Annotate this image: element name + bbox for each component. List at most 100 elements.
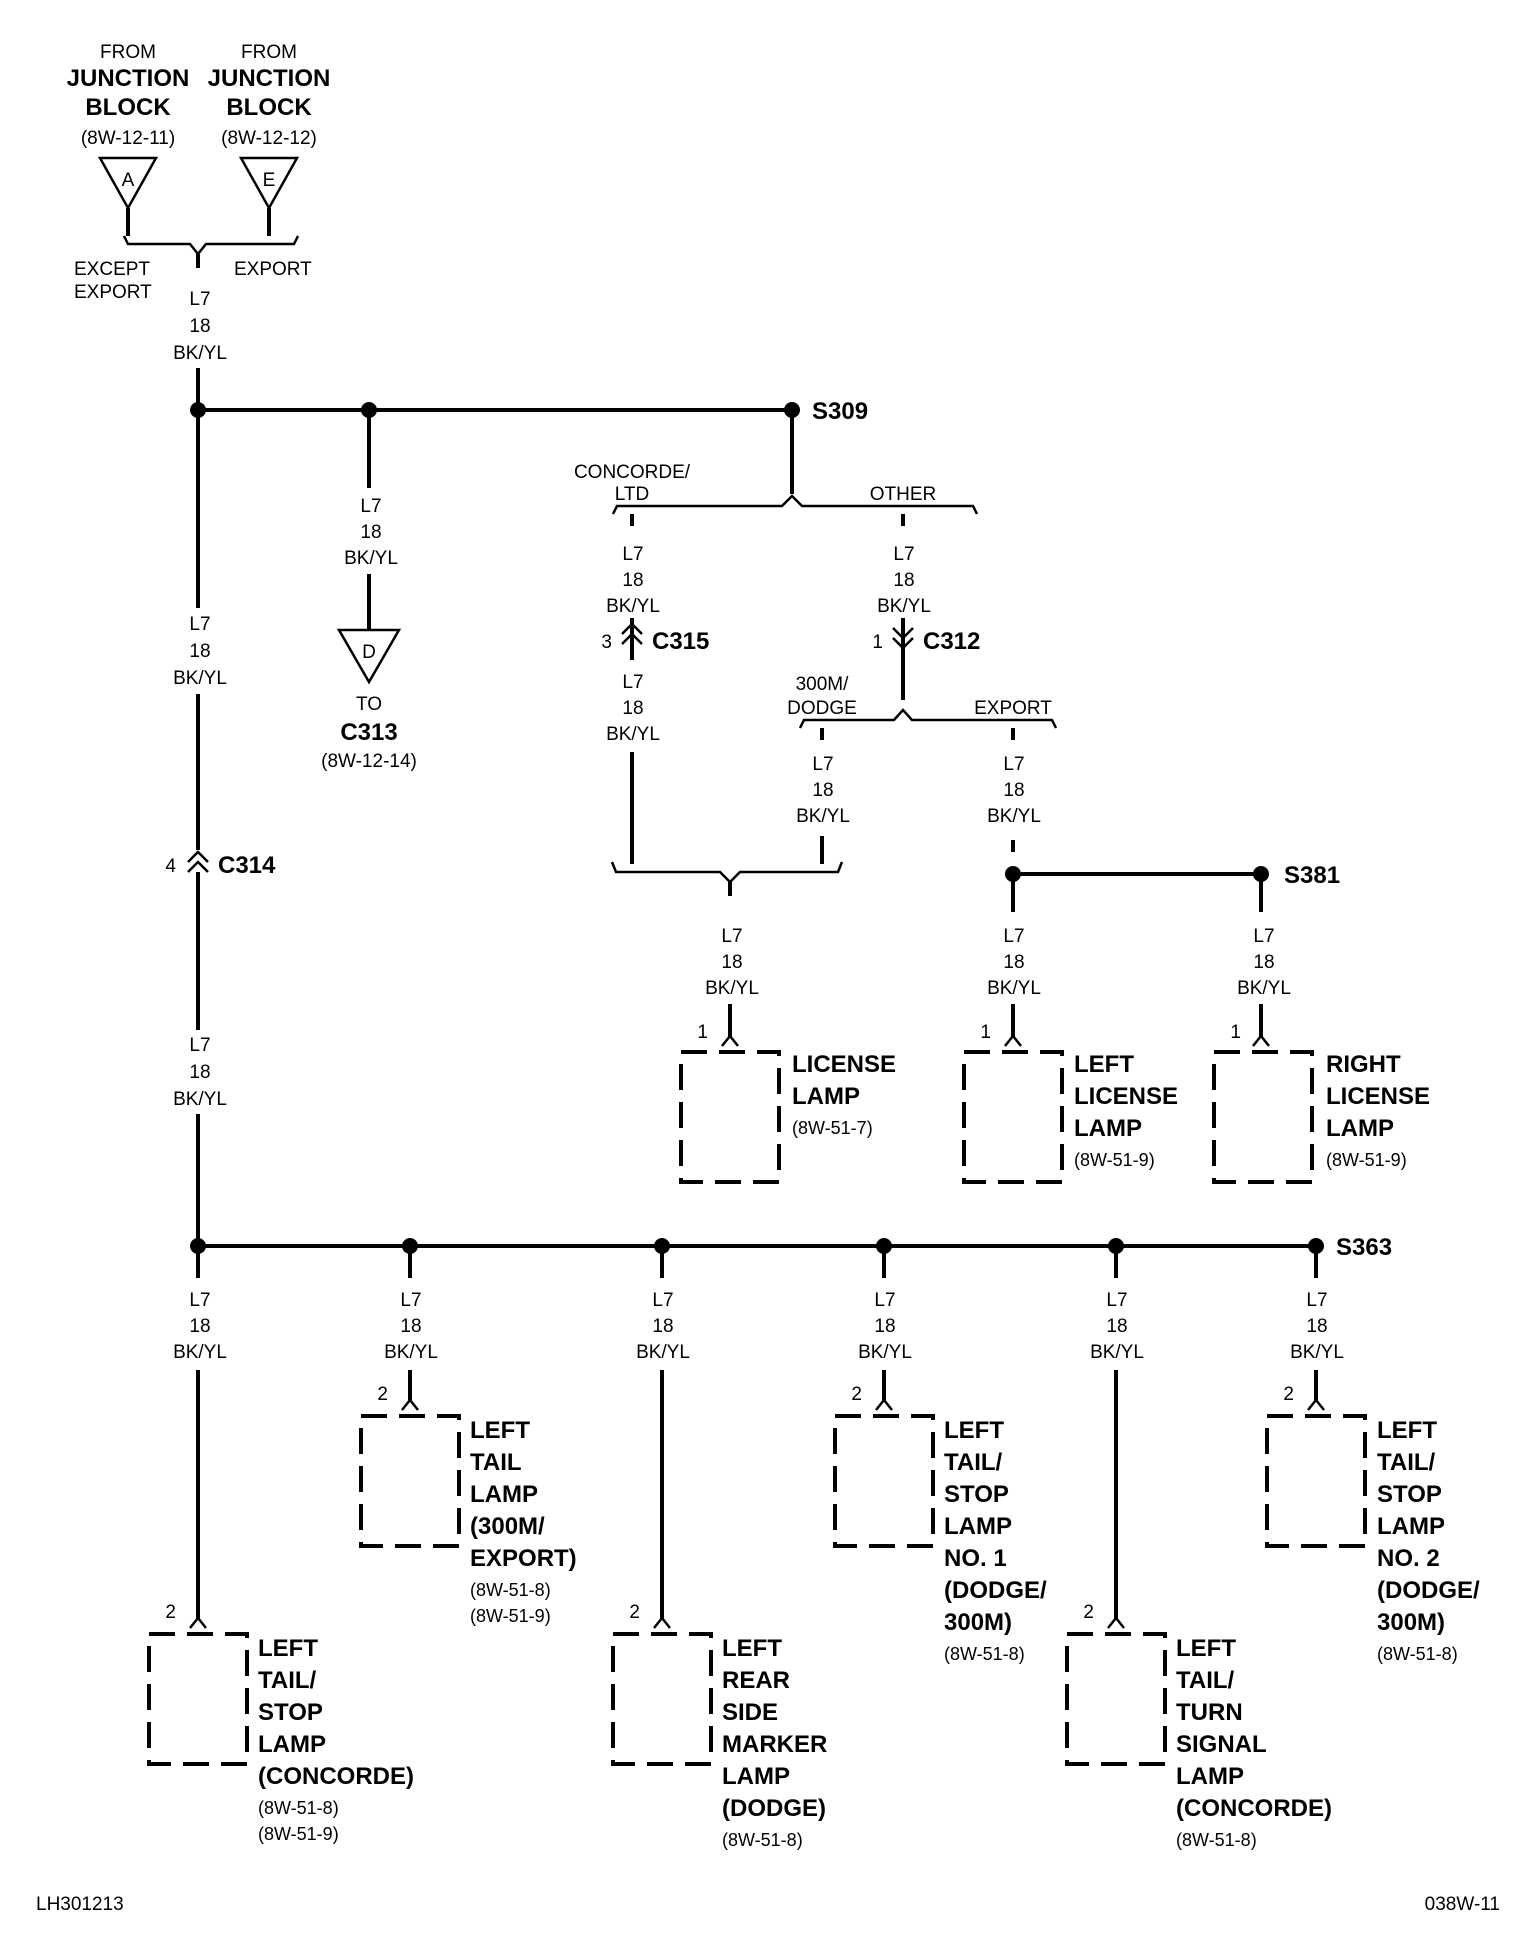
circuit-label: L7 (189, 1290, 210, 1311)
block-label: BLOCK (85, 94, 171, 121)
component-label: TAIL (470, 1449, 522, 1476)
color-label: BK/YL (1090, 1342, 1144, 1363)
terminal-icon (1307, 1397, 1325, 1411)
pin-label: 2 (629, 1602, 640, 1623)
circuit-label: L7 (1106, 1290, 1127, 1311)
wire-label: L7 18 BK/YL (173, 614, 227, 689)
component-label: 300M) (944, 1609, 1012, 1636)
color-label: BK/YL (1237, 978, 1291, 999)
terminal-icon (875, 1397, 893, 1411)
component-label: LAMP (1377, 1513, 1445, 1540)
source-letter: E (263, 170, 276, 191)
connector-chevron-icon (892, 627, 914, 650)
wire-label: L7 18 BK/YL (173, 289, 227, 364)
gauge-label: 18 (893, 570, 914, 591)
gauge-label: 18 (189, 1316, 210, 1337)
gauge-label: 18 (1106, 1316, 1127, 1337)
color-label: BK/YL (606, 596, 660, 617)
terminal-icon (1252, 1033, 1270, 1047)
variant-bracket-export: EXCEPT EXPORT EXPORT (74, 235, 312, 303)
connector-c314: 4 C314 (165, 850, 276, 879)
terminal-icon (401, 1397, 419, 1411)
component-label: EXPORT) (470, 1545, 577, 1572)
terminal-icon (653, 1615, 671, 1629)
left-rear-side-marker-lamp: 2 LEFT REAR SIDE MARKER LAMP (DODGE) (8W… (611, 1602, 827, 1850)
component-label: TAIL/ (1176, 1667, 1235, 1694)
color-label: BK/YL (987, 978, 1041, 999)
connector-c312: 1 C312 (872, 618, 980, 700)
source-ref: (8W-12-12) (221, 128, 317, 149)
wire-label: L7 18 BK/YL (384, 1290, 438, 1363)
component-label: LAMP (1074, 1115, 1142, 1142)
component-ref: (8W-51-9) (1326, 1150, 1407, 1170)
variant-label: DODGE (787, 698, 857, 719)
option-brace (611, 494, 979, 515)
color-label: BK/YL (796, 806, 850, 827)
variant-label: EXPORT (974, 698, 1052, 719)
component-ref: (8W-51-8) (470, 1580, 551, 1600)
wire-label: L7 18 BK/YL (796, 754, 850, 827)
left-tail-lamp-300m-export: 2 LEFT TAIL LAMP (300M/ EXPORT) (8W-51-8… (359, 1384, 577, 1626)
option-brace (798, 708, 1058, 729)
gauge-label: 18 (652, 1316, 673, 1337)
connector-name: C313 (340, 719, 397, 746)
terminal-icon (1004, 1033, 1022, 1047)
right-license-lamp: 1 RIGHT LICENSE LAMP (8W-51-9) (1212, 1022, 1430, 1184)
wire-label: L7 18 BK/YL (636, 1290, 690, 1363)
gauge-label: 18 (1003, 780, 1024, 801)
component-label: MARKER (722, 1731, 827, 1758)
component-label: LICENSE (792, 1051, 896, 1078)
component-box (833, 1414, 935, 1548)
pin-label: 2 (165, 1602, 176, 1623)
offpage-letter: D (362, 642, 376, 663)
color-label: BK/YL (384, 1342, 438, 1363)
offpage-triangle-icon (336, 628, 402, 685)
circuit-label: L7 (622, 544, 643, 565)
component-label: LEFT (258, 1635, 318, 1662)
component-box (962, 1050, 1064, 1184)
gauge-label: 18 (360, 522, 381, 543)
color-label: BK/YL (858, 1342, 912, 1363)
source-triangle-icon (238, 156, 300, 211)
variant-bracket-concorde-other: CONCORDE/ LTD OTHER (574, 462, 979, 515)
source-letter: A (122, 170, 135, 191)
pin-label: 2 (851, 1384, 862, 1405)
gauge-label: 18 (1253, 952, 1274, 973)
color-label: BK/YL (636, 1342, 690, 1363)
component-label: TAIL/ (258, 1667, 317, 1694)
figure-code-left: LH301213 (36, 1894, 124, 1915)
component-label: LEFT (1176, 1635, 1236, 1662)
splice-label-s363: S363 (1336, 1234, 1392, 1261)
component-label: LEFT (944, 1417, 1004, 1444)
component-ref: (8W-51-9) (258, 1824, 339, 1844)
left-tail-stop-lamp-concorde: 2 LEFT TAIL/ STOP LAMP (CONCORDE) (8W-51… (147, 1602, 414, 1844)
color-label: BK/YL (877, 596, 931, 617)
component-label: RIGHT (1326, 1051, 1401, 1078)
wire-label: L7 18 BK/YL (858, 1290, 912, 1363)
circuit-label: L7 (652, 1290, 673, 1311)
variant-label: 300M/ (796, 674, 850, 695)
left-tail-turn-signal-lamp-concorde: 2 LEFT TAIL/ TURN SIGNAL LAMP (CONCORDE)… (1065, 1602, 1332, 1850)
component-label: TURN (1176, 1699, 1243, 1726)
circuit-label: L7 (1003, 926, 1024, 947)
circuit-label: L7 (1253, 926, 1274, 947)
block-label: BLOCK (226, 94, 312, 121)
wire-label: L7 18 BK/YL (606, 544, 660, 617)
circuit-label: L7 (893, 544, 914, 565)
component-label: STOP (258, 1699, 323, 1726)
wire-label: L7 18 BK/YL (1290, 1290, 1344, 1363)
component-label: REAR (722, 1667, 790, 1694)
from-label: FROM (100, 42, 156, 63)
connector-pin: 4 (165, 856, 176, 877)
component-box (359, 1414, 461, 1548)
connector-name: C314 (218, 852, 276, 879)
color-label: BK/YL (173, 1342, 227, 1363)
component-label: LEFT (1074, 1051, 1134, 1078)
connector-c315: 3 C315 (601, 618, 709, 660)
wire-label: L7 18 BK/YL (1237, 926, 1291, 999)
wire-label: L7 18 BK/YL (987, 754, 1041, 827)
component-label: NO. 2 (1377, 1545, 1440, 1572)
connector-pin: 3 (601, 632, 612, 653)
component-ref: (8W-51-8) (258, 1798, 339, 1818)
component-label: LAMP (1326, 1115, 1394, 1142)
